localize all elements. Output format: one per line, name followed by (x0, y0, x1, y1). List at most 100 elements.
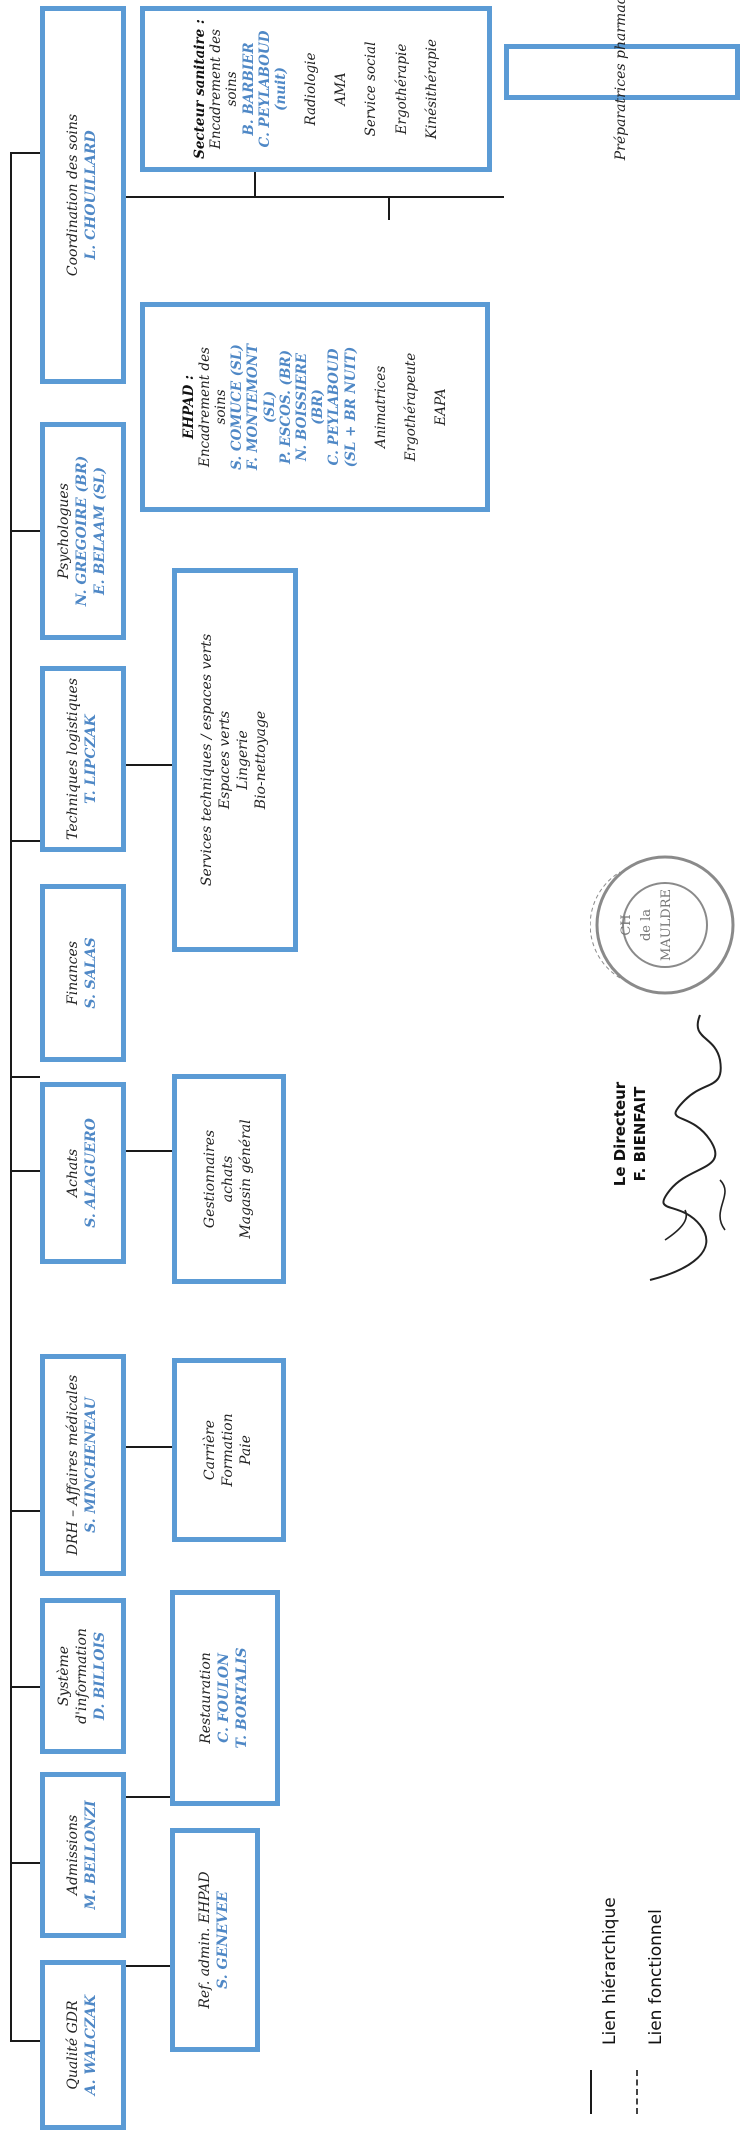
service-line: Ergothérapeute (402, 352, 419, 462)
person-name: A. WALCZAK (83, 1994, 99, 2096)
box-title: Système d'information (56, 1628, 91, 1724)
box-gestionnaires-achats: Gestionnaires achats Magasin général (172, 1074, 286, 1284)
legend-dashed-line (636, 2070, 638, 2114)
service-line: Encadrement des (208, 29, 225, 150)
main-trunk-line (10, 152, 12, 2042)
service-line: Radiologie (303, 52, 320, 126)
link-psychologues (10, 530, 40, 532)
link-gestionnaires (126, 1150, 172, 1152)
box-title: Admissions (65, 1814, 82, 1896)
person-name: S. COMUCE (SL) (229, 344, 246, 470)
legend-solid-line (590, 2070, 592, 2114)
box-carriere: Carrière Formation Paie (172, 1358, 286, 1542)
box-services-techniques: Services techniques / espaces verts Espa… (172, 568, 298, 952)
service-line: Lingerie (235, 730, 251, 790)
box-title: Techniques logistiques (65, 678, 82, 840)
person-name: L. CHOUILLARD (83, 130, 99, 260)
link-coordination-branch (126, 196, 504, 198)
service-line: Bio-nettoyage (252, 710, 269, 810)
director-role: Le Directeur (611, 1081, 629, 1187)
box-title: Restauration (198, 1652, 215, 1744)
person-name: M. BELLONZI (83, 1800, 99, 1910)
person-name: N. BOISSIERE (294, 353, 310, 461)
legend-hierarchique: Lien hiérarchique (600, 1897, 620, 2045)
service-line: Ergothérapie (393, 43, 410, 135)
official-stamp: CH de la MAULDRE (590, 855, 735, 995)
person-name: (SL + BR NUIT) (342, 346, 359, 468)
box-ref-admin-ehpad: Ref. admin. EHPAD S. GENEVEE (170, 1828, 260, 2052)
box-achats: Achats S. ALAGUERO (40, 1082, 126, 1264)
service-line: Animatrices (372, 365, 389, 449)
box-finances: Finances S. SALAS (40, 884, 126, 1062)
box-title: Ref. admin. EHPAD (197, 1871, 214, 2009)
link-admissions (10, 1862, 40, 1864)
link-finances (10, 1076, 40, 1078)
person-name: C. PEYLABOUD (326, 348, 343, 466)
service-line: Encadrement des (196, 347, 213, 468)
box-systeme-information: Système d'information D. BILLOIS (40, 1598, 126, 1754)
person-name: T. LIPCZAK (83, 714, 99, 804)
person-name: C. FOULON (216, 1653, 233, 1743)
box-qualite-gdr: Qualité GDR A. WALCZAK (40, 1960, 126, 2130)
signature-scribble (649, 1014, 726, 1281)
person-name: S. ALAGUERO (83, 1118, 99, 1228)
box-drh: DRH – Affaires médicales S. MINCHENEAU (40, 1354, 126, 1576)
link-coordination (10, 152, 40, 154)
service-line: Kinésithérapie (423, 39, 440, 139)
service-line: Magasin général (237, 1119, 254, 1239)
service-line: achats (220, 1155, 237, 1203)
person-name: (BR) (310, 389, 327, 425)
box-restauration: Restauration C. FOULON T. BORTALIS (170, 1590, 280, 1806)
box-psychologues: Psychologues N. GREGOIRE (BR) E. BELAAM … (40, 422, 126, 640)
svg-text:MAULDRE: MAULDRE (659, 889, 674, 961)
person-name: D. BILLOIS (91, 1631, 108, 1721)
service-line: soins (213, 389, 230, 425)
link-ehpad-drop (388, 196, 390, 220)
person-name: F. MONTEMONT (245, 343, 262, 471)
service-line: Carrière (202, 1419, 219, 1481)
person-name: (nuit) (272, 67, 289, 111)
link-carriere (126, 1446, 172, 1448)
person-name: S. MINCHENEAU (83, 1397, 99, 1533)
box-title: Achats (65, 1148, 82, 1198)
box-coordination-soins: Coordination des soins L. CHOUILLARD (40, 6, 126, 384)
box-techniques-logistiques: Techniques logistiques T. LIPCZAK (40, 666, 126, 852)
service-line: Paie (237, 1435, 254, 1465)
box-title: Secteur sanitaire : (191, 19, 208, 159)
legend-fonctionnel: Lien fonctionnel (646, 1909, 666, 2045)
box-title: Qualité GDR (65, 2000, 82, 2090)
service-line: AMA (333, 72, 350, 106)
box-secteur-sanitaire: Secteur sanitaire : Encadrement des soin… (140, 6, 492, 172)
person-name: (SL) (261, 390, 278, 424)
link-drh (10, 1510, 40, 1512)
link-services-tech (126, 764, 172, 766)
service-line: Service social (363, 41, 380, 137)
person-name: C. PEYLABOUD (256, 30, 273, 148)
service-line: Formation (220, 1413, 237, 1487)
service-line: Services techniques / espaces verts (199, 633, 216, 887)
link-techniques (10, 840, 40, 842)
link-qualite (10, 2040, 40, 2042)
box-preparatrices-pharmacie: Préparatrices pharmacie (504, 0, 740, 160)
service-line: Gestionnaires (202, 1129, 219, 1229)
box-title: Préparatrices pharmacie (613, 0, 630, 161)
box-title: Coordination des soins (65, 113, 82, 277)
box-title: EHPAD : (180, 374, 197, 440)
person-name: P. ESCOS. (BR) (277, 350, 294, 464)
service-line: EAPA (433, 388, 450, 426)
person-name: T. BORTALIS (233, 1647, 250, 1749)
person-name: E. BELAAM (SL) (91, 466, 108, 596)
box-title: Finances (65, 941, 82, 1005)
link-secteur-drop (254, 172, 256, 196)
link-systeme (10, 1686, 40, 1688)
person-name: S. SALAS (83, 937, 99, 1009)
box-title: DRH – Affaires médicales (65, 1374, 82, 1556)
link-restauration (126, 1796, 170, 1798)
svg-text:de la: de la (639, 909, 654, 941)
link-achats (10, 1170, 40, 1172)
service-line: Espaces verts (217, 710, 234, 810)
person-name: B. BARBIER (240, 42, 257, 136)
service-line: soins (224, 71, 241, 107)
person-name: S. GENEVEE (215, 1891, 231, 1989)
